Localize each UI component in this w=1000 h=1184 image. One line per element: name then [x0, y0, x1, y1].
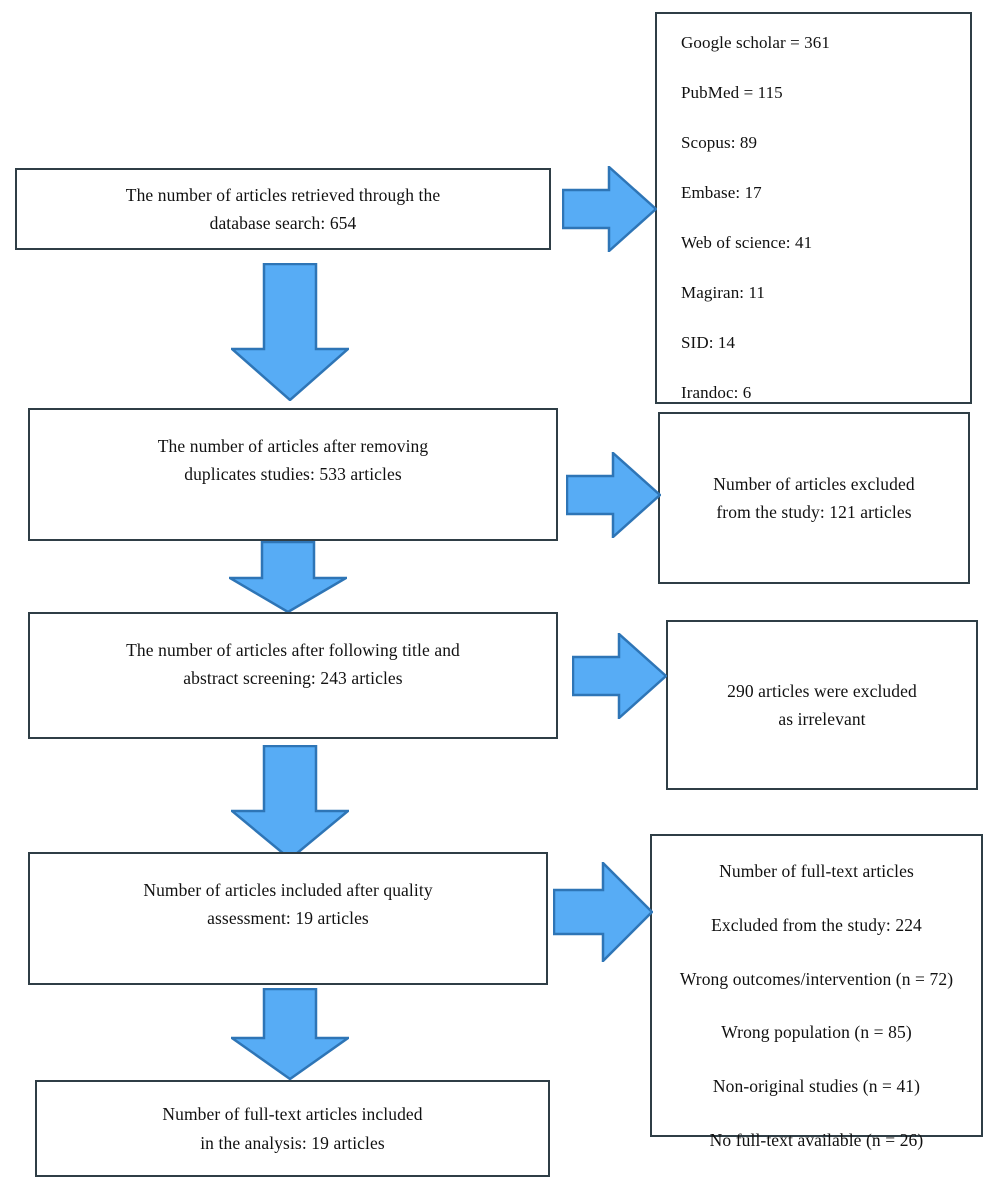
- records-identified-box: The number of articles retrieved through…: [15, 168, 551, 250]
- right-arrow-icon: [562, 166, 657, 252]
- box-line: abstract screening: 243 articles: [183, 668, 403, 689]
- source-line: Scopus: 89: [681, 132, 758, 152]
- exclusion-line: Number of full-text articles: [719, 861, 914, 881]
- box-line: The number of articles after following t…: [126, 640, 460, 660]
- source-line: Web of science: 41: [681, 232, 813, 252]
- included-after-quality-assessment-text: Number of articles included after qualit…: [30, 876, 546, 933]
- exclusion-line: No full-text available (n = 26): [709, 1129, 924, 1150]
- right-arrow-icon: [566, 452, 661, 538]
- box-line: duplicates studies: 533 articles: [184, 464, 402, 485]
- included-after-quality-assessment-box: Number of articles included after qualit…: [28, 852, 548, 985]
- right-arrow-icon: [572, 633, 667, 719]
- included-in-analysis-box: Number of full-text articles included in…: [35, 1080, 550, 1177]
- box-line: database search: 654: [209, 213, 357, 233]
- excluded-duplicates-box: Number of articles excluded from the stu…: [658, 412, 970, 584]
- source-line: PubMed = 115: [681, 82, 783, 102]
- exclusion-line: Wrong outcomes/intervention (n = 72): [679, 968, 954, 989]
- exclusion-line: Wrong population (n = 85): [721, 1022, 912, 1043]
- box-line: Number of articles included after qualit…: [143, 880, 433, 900]
- box-line: The number of articles retrieved through…: [125, 184, 441, 205]
- excluded-duplicates-text: Number of articles excluded from the stu…: [660, 470, 968, 527]
- box-line: Number of articles excluded: [713, 473, 915, 494]
- box-line: assessment: 19 articles: [207, 908, 369, 929]
- included-in-analysis-text: Number of full-text articles included in…: [37, 1100, 548, 1157]
- right-arrow-icon: [553, 862, 653, 962]
- box-line: The number of articles after removing: [157, 436, 429, 456]
- box-line: in the analysis: 19 articles: [200, 1132, 385, 1153]
- excluded-irrelevant-box: 290 articles were excluded as irrelevant: [666, 620, 978, 790]
- source-line: Google scholar = 361: [681, 33, 830, 52]
- after-title-abstract-screening-box: The number of articles after following t…: [28, 612, 558, 739]
- excluded-irrelevant-text: 290 articles were excluded as irrelevant: [668, 677, 976, 734]
- down-arrow-icon: [231, 988, 349, 1080]
- exclusion-line: Excluded from the study: 224: [711, 914, 922, 935]
- source-line: SID: 14: [681, 332, 736, 352]
- box-line: 290 articles were excluded: [727, 680, 917, 701]
- box-line: from the study: 121 articles: [716, 502, 912, 522]
- excluded-full-text-box: Number of full-text articles Excluded fr…: [650, 834, 983, 1150]
- database-sources-text: Google scholar = 361 PubMed = 115 Scopus…: [681, 32, 970, 405]
- database-sources-box: Google scholar = 361 PubMed = 115 Scopus…: [655, 12, 972, 404]
- source-line: Embase: 17: [681, 182, 762, 202]
- source-line: Magiran: 11: [681, 282, 766, 302]
- down-arrow-icon: [231, 745, 349, 860]
- source-line: Irandoc: 6: [681, 382, 752, 402]
- box-line: as irrelevant: [778, 709, 866, 729]
- down-arrow-icon: [231, 263, 349, 401]
- down-arrow-icon: [229, 541, 347, 613]
- records-identified-text: The number of articles retrieved through…: [17, 181, 549, 238]
- excluded-full-text-text: Number of full-text articles Excluded fr…: [652, 860, 981, 1152]
- exclusion-line: Non-original studies (n = 41): [712, 1076, 921, 1096]
- after-title-abstract-screening-text: The number of articles after following t…: [30, 636, 556, 693]
- after-duplicates-removed-text: The number of articles after removing du…: [30, 432, 556, 489]
- after-duplicates-removed-box: The number of articles after removing du…: [28, 408, 558, 541]
- box-line: Number of full-text articles included: [162, 1104, 423, 1125]
